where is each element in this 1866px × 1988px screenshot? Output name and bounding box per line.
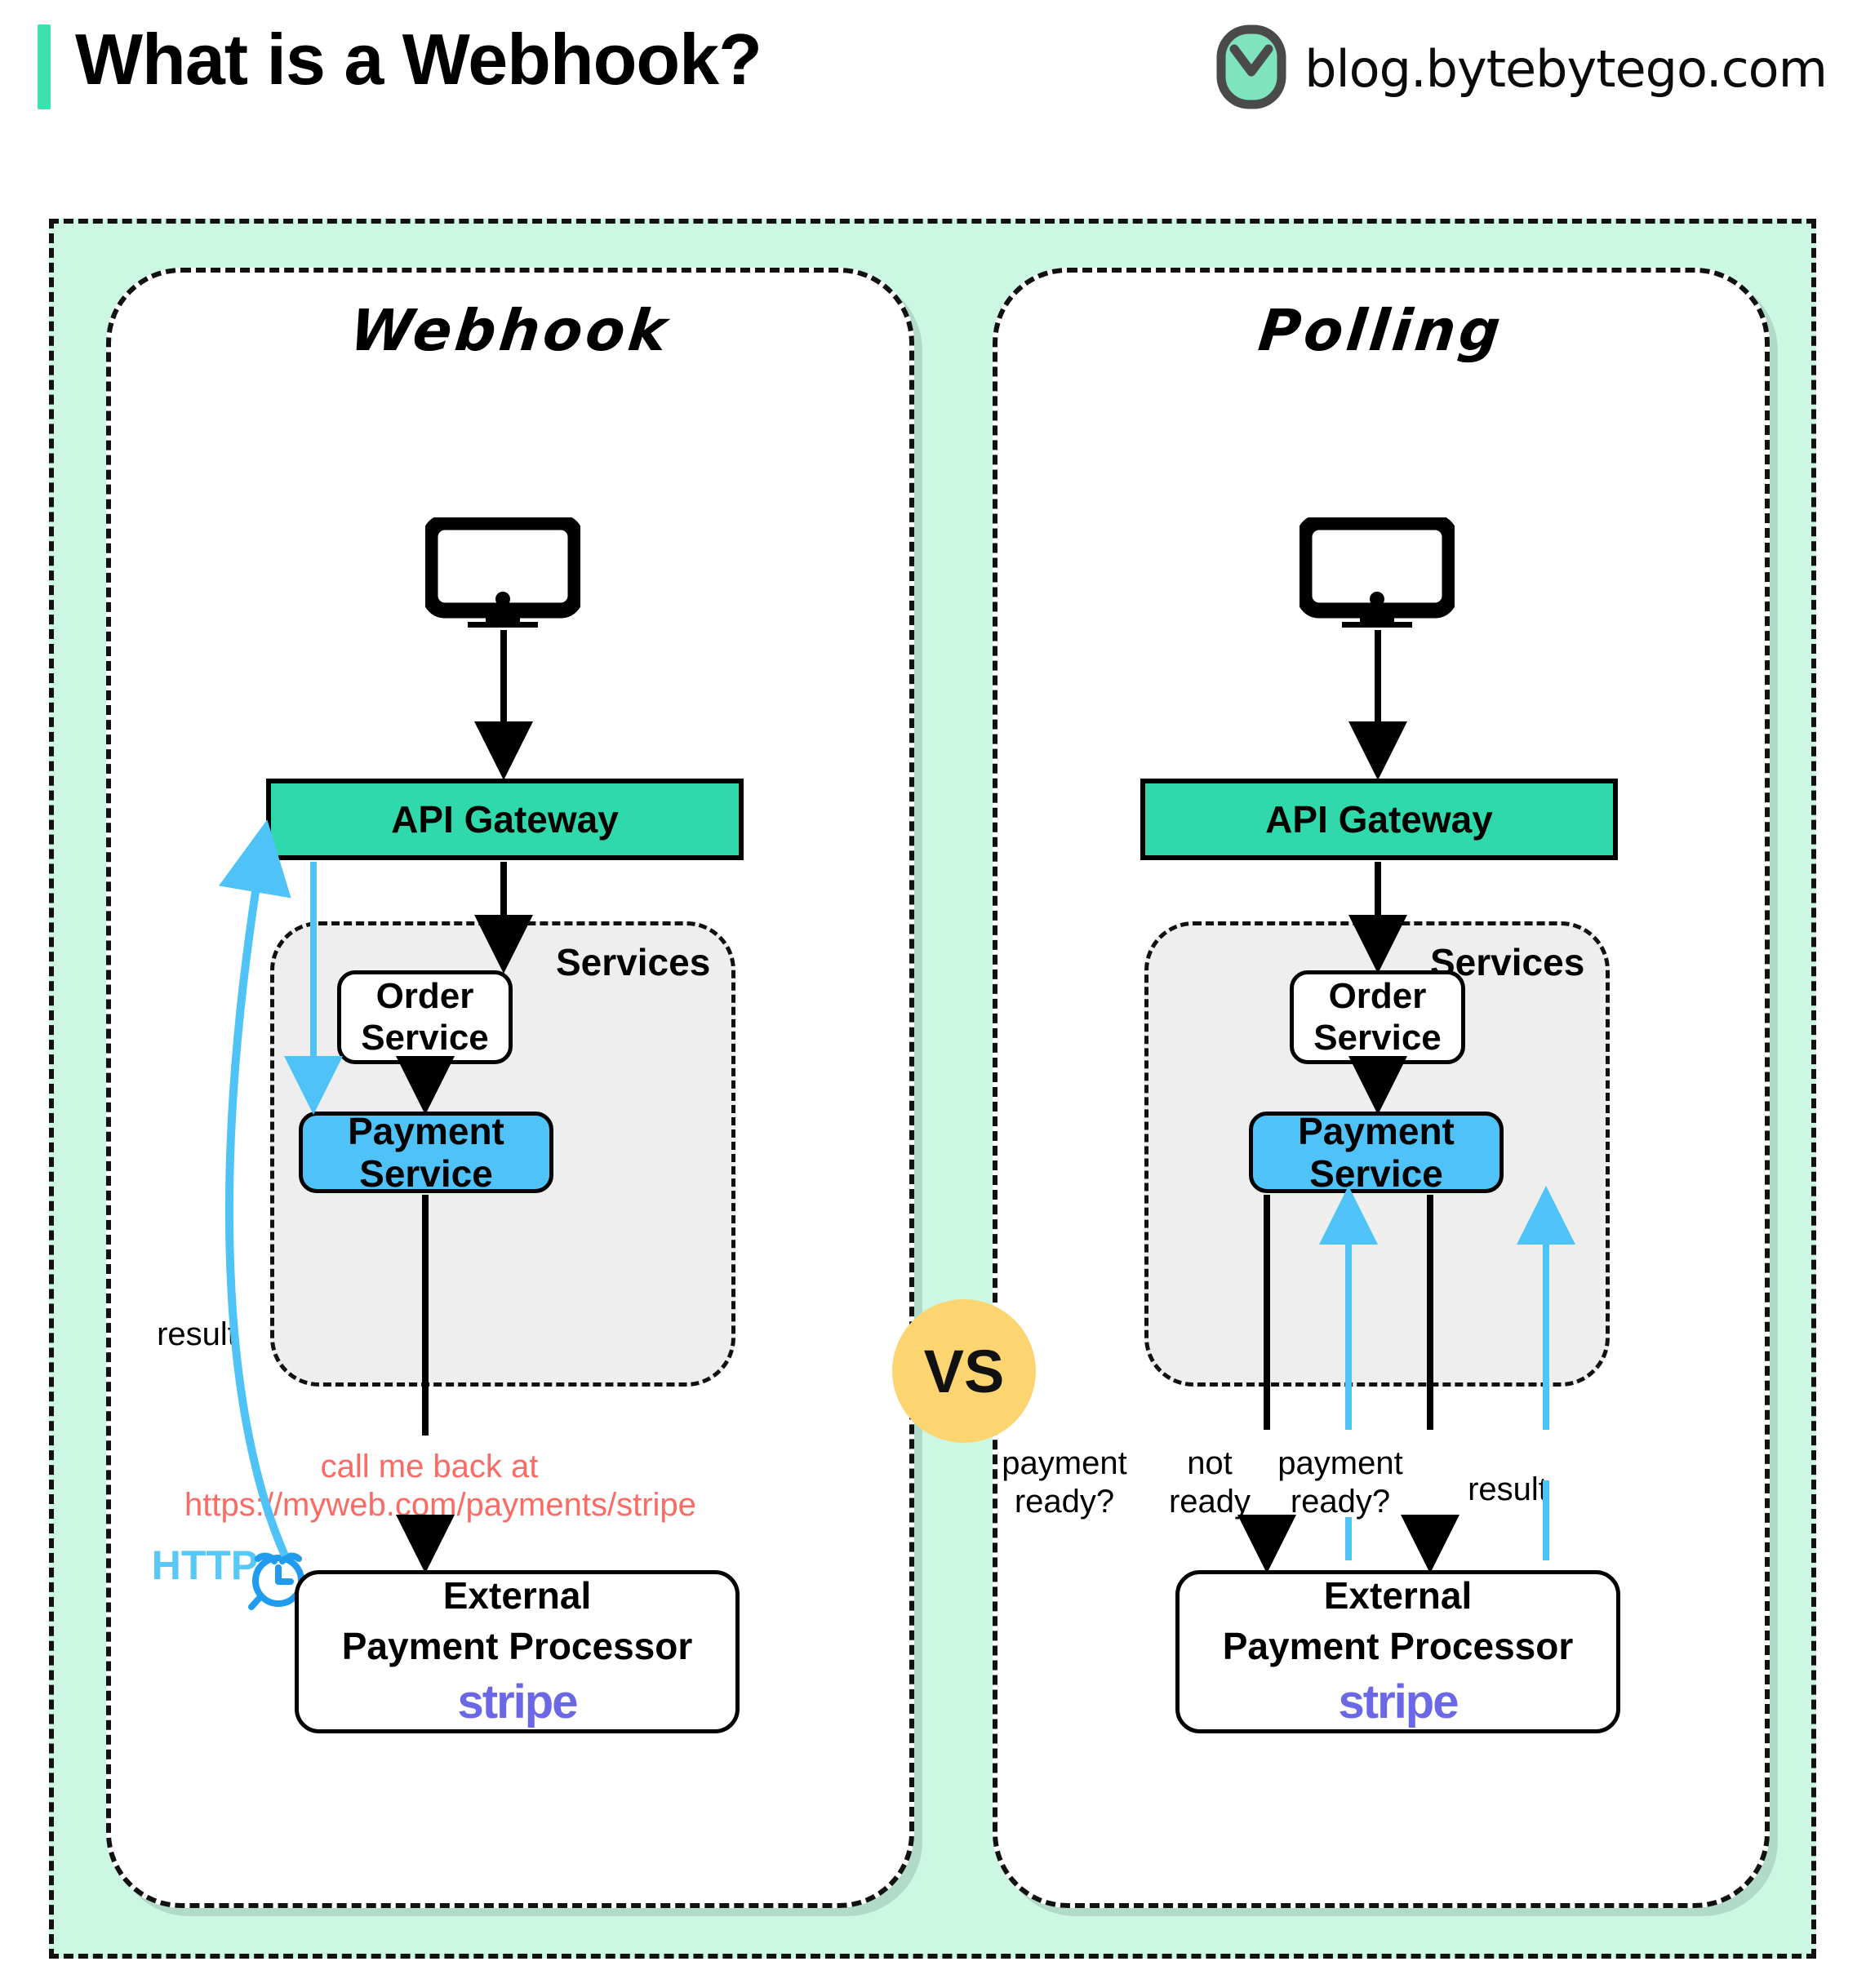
poll-request-2-label: payment ready? xyxy=(1259,1444,1422,1521)
page-title: What is a Webhook? xyxy=(75,19,762,100)
services-label-webhook: Services xyxy=(556,941,711,983)
panel-webhook-title: Webhook xyxy=(347,297,673,364)
poll2-line1: payment xyxy=(1277,1445,1403,1481)
callback-annotation: call me back at https://myweb.com/paymen… xyxy=(184,1448,696,1524)
panel-polling: Polling API Gateway Services Order Servi… xyxy=(993,268,1770,1908)
external-payment-processor-polling[interactable]: External Payment Processor stripe xyxy=(1175,1570,1620,1733)
bytebytego-logo-icon xyxy=(1216,24,1286,113)
order-service-line2: Service xyxy=(1313,1017,1442,1058)
poll1-line2: ready? xyxy=(1014,1484,1115,1520)
panel-polling-title: Polling xyxy=(1255,297,1507,364)
page-header: What is a Webhook? blog.bytebytego.com xyxy=(0,0,1866,131)
desktop-monitor-icon xyxy=(1296,514,1458,632)
desktop-monitor-icon xyxy=(422,514,584,632)
payment-service-box-polling[interactable]: Payment Service xyxy=(1249,1110,1504,1195)
api-gateway-box-polling[interactable]: API Gateway xyxy=(1140,779,1618,860)
poll-request-1-label: payment ready? xyxy=(983,1444,1146,1521)
order-service-line1: Order xyxy=(375,976,474,1017)
external-payment-processor-webhook[interactable]: External Payment Processor stripe xyxy=(295,1570,740,1733)
processor-line1: External xyxy=(442,1573,592,1617)
stripe-logo: stripe xyxy=(457,1675,579,1729)
processor-line2: Payment Processor xyxy=(1222,1624,1574,1667)
result-label-polling: result xyxy=(1468,1471,1548,1507)
order-service-line2: Service xyxy=(361,1017,489,1058)
poll-response-1-label: not ready xyxy=(1148,1444,1271,1521)
callback-line1: call me back at xyxy=(320,1449,539,1484)
title-accent-bar xyxy=(38,24,51,109)
order-service-line1: Order xyxy=(1328,976,1427,1017)
callback-line2: https://myweb.com/payments/stripe xyxy=(184,1487,696,1524)
result-label-webhook: result xyxy=(157,1316,237,1352)
panel-webhook: Webhook API Gateway Services Order Servi… xyxy=(106,268,914,1908)
processor-line1: External xyxy=(1323,1573,1473,1617)
processor-line2: Payment Processor xyxy=(341,1624,693,1667)
order-service-box-webhook[interactable]: Order Service xyxy=(337,970,513,1064)
reply1-line2: ready xyxy=(1168,1484,1251,1520)
brand-text: blog.bytebytego.com xyxy=(1304,39,1828,99)
stripe-logo: stripe xyxy=(1338,1675,1459,1729)
order-service-box-polling[interactable]: Order Service xyxy=(1290,970,1465,1064)
vs-badge: VS xyxy=(892,1299,1036,1443)
poll1-line1: payment xyxy=(1002,1445,1127,1481)
brand-block: blog.bytebytego.com xyxy=(1216,24,1828,113)
poll2-line2: ready? xyxy=(1290,1484,1391,1520)
reply1-line1: not xyxy=(1187,1445,1233,1481)
payment-service-box-webhook[interactable]: Payment Service xyxy=(299,1110,553,1195)
diagram-canvas: Webhook API Gateway Services Order Servi… xyxy=(49,219,1816,1959)
api-gateway-box-webhook[interactable]: API Gateway xyxy=(266,779,744,860)
